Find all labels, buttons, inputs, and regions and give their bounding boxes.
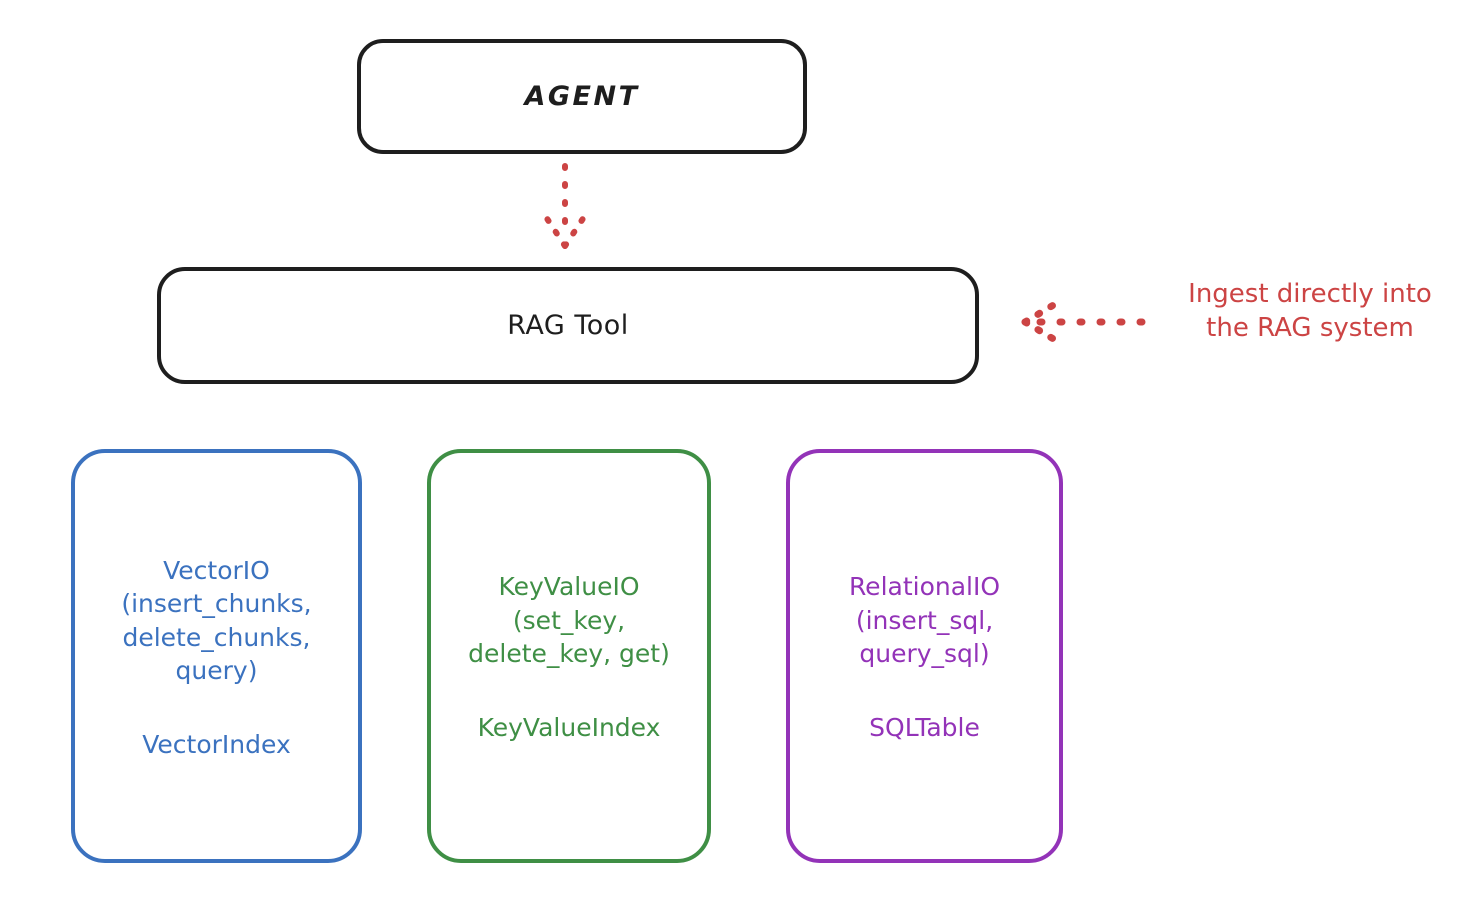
node-relational-io-label: RelationalIO (insert_sql, query_sql) (848, 572, 1001, 669)
arrowhead-right-barb (562, 211, 589, 249)
node-vector-io-sublabel: VectorIndex (142, 729, 291, 759)
node-vector-io-label: VectorIO (insert_chunks, delete_chunks, … (121, 555, 312, 686)
edge-agent-to-rag-tool (541, 163, 589, 249)
arrowhead-upper-barb (1021, 296, 1066, 326)
node-relational-io[interactable]: RelationalIO (insert_sql, query_sql) SQL… (786, 449, 1063, 863)
node-key-value-io[interactable]: KeyValueIO (set_key, delete_key, get) Ke… (427, 449, 711, 863)
node-agent[interactable]: AGENT (357, 39, 807, 154)
node-rag-tool[interactable]: RAG Tool (157, 267, 979, 384)
annotation-ingest: Ingest directly into the RAG system (1188, 279, 1432, 343)
arrowhead-lower-barb (1021, 318, 1066, 348)
node-key-value-io-label: KeyValueIO (set_key, delete_key, get) (468, 572, 670, 669)
node-relational-io-sublabel: SQLTable (869, 712, 980, 742)
node-vector-io[interactable]: VectorIO (insert_chunks, delete_chunks, … (71, 449, 362, 863)
arrowhead-left-barb (541, 211, 568, 249)
node-key-value-io-sublabel: KeyValueIndex (477, 712, 661, 742)
node-agent-label: AGENT (524, 80, 640, 112)
edge-ingest-to-rag-tool (1021, 296, 1146, 348)
node-rag-tool-label: RAG Tool (507, 309, 629, 341)
